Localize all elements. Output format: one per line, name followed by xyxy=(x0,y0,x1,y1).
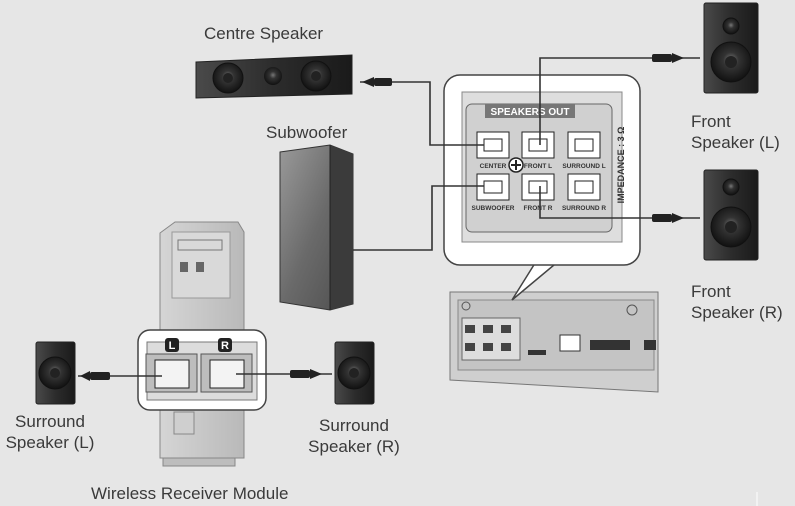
surround-speaker-left xyxy=(35,341,76,405)
front-speaker-right xyxy=(703,169,759,261)
surround-right-label-line1: Surround xyxy=(319,416,389,435)
terminal-surround-l-label: SURROUND L xyxy=(562,163,605,170)
wireless-module-label: Wireless Receiver Module xyxy=(91,484,289,503)
speakers-out-title: SPEAKERS OUT xyxy=(491,107,570,118)
surround-left-label-line2: Speaker (L) xyxy=(5,433,95,452)
wireless-receiver-module: L R xyxy=(137,221,267,467)
cable-connectors xyxy=(80,53,684,381)
subwoofer xyxy=(279,144,354,311)
surround-right-label-line2: Speaker (R) xyxy=(308,437,400,456)
surround-speaker-right xyxy=(334,341,375,405)
terminal-surround-r xyxy=(567,173,601,201)
front-left-label-line1: Front xyxy=(691,112,731,131)
terminal-subwoofer xyxy=(476,173,510,201)
terminal-front-r xyxy=(521,173,555,201)
terminal-surround-r-label: SURROUND R xyxy=(562,205,606,212)
front-speaker-left xyxy=(703,2,759,94)
impedance-label: IMPEDANCE : 3 Ω xyxy=(616,127,626,204)
module-port-left xyxy=(154,359,190,389)
front-right-label-line2: Speaker (R) xyxy=(691,303,783,322)
terminal-front-l xyxy=(521,131,555,159)
module-label-left: L xyxy=(169,340,176,352)
front-right-label-line1: Front xyxy=(691,282,731,301)
terminal-front-l-label: FRONT L xyxy=(524,163,552,170)
subwoofer-label: Subwoofer xyxy=(266,123,348,142)
front-left-label-line2: Speaker (L) xyxy=(691,133,780,152)
terminal-front-r-label: FRONT R xyxy=(524,205,553,212)
module-label-right: R xyxy=(221,340,229,352)
terminal-surround-l xyxy=(567,131,601,159)
terminal-center-label: CENTER xyxy=(480,163,507,170)
centre-speaker xyxy=(195,54,353,99)
main-unit-rear-panel xyxy=(449,291,659,393)
centre-speaker-label: Centre Speaker xyxy=(204,24,324,43)
terminal-subwoofer-label: SUBWOOFER xyxy=(472,205,515,212)
speakers-out-callout: SPEAKERS OUT IMPEDANCE : 3 Ω CENTER FRON… xyxy=(443,74,641,301)
surround-left-label-line1: Surround xyxy=(15,412,85,431)
